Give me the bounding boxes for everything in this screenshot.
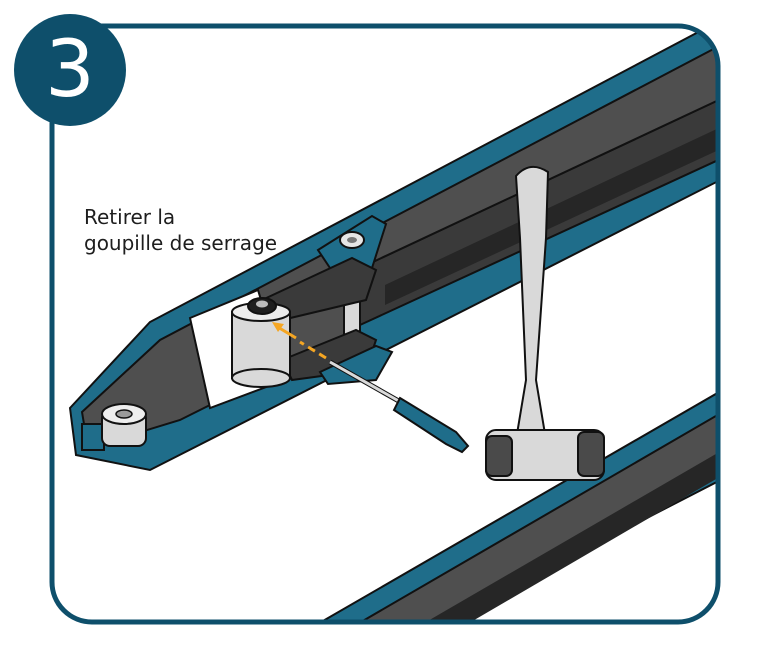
step-caption: Retirer la goupille de serrage [84,204,277,256]
lower-fork-arm [286,378,718,622]
hammer-icon [485,165,605,481]
fork-tip-roller [81,403,147,451]
drift-punch-icon [328,359,470,454]
link-roller [231,297,291,388]
step-number-badge: 3 [14,14,126,126]
caption-line-2: goupille de serrage [84,231,278,255]
direction-arrow-icon [272,322,327,360]
step-number: 3 [45,25,95,115]
step-frame-border [49,23,721,625]
pivot-bracket [260,214,394,386]
caption-line-1: Retirer la [84,205,176,229]
